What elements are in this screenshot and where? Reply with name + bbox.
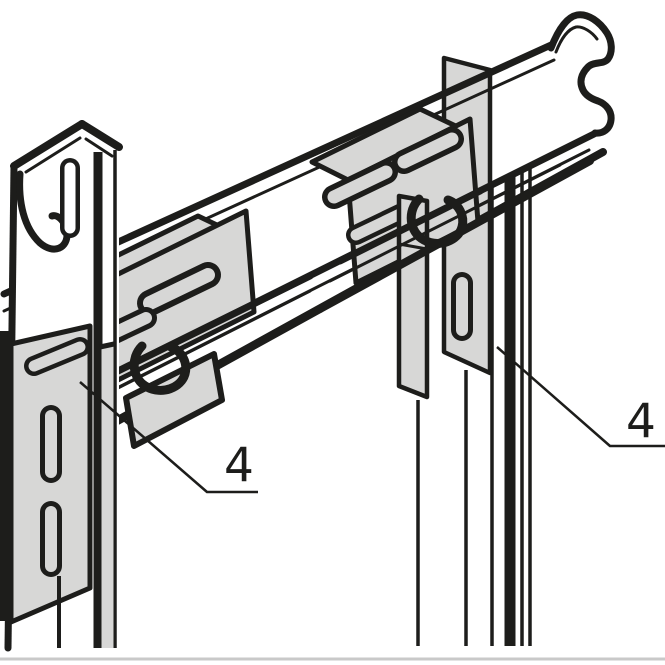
- clamp-hook-claw: [129, 341, 191, 395]
- left-post-top-inner-edge: [24, 136, 82, 174]
- callout-leader-right: [496, 346, 665, 448]
- left-post-top-inner-edge: [84, 137, 114, 158]
- bracket-top-slot-fill: [28, 341, 86, 372]
- callout-label-right: 4: [626, 394, 656, 449]
- rail-end-profile: [547, 11, 615, 137]
- bracket-flange-top: [99, 341, 115, 350]
- rail-clamp-left: [93, 208, 324, 449]
- mounting-bracket-left: [0, 323, 115, 648]
- clamp-slot-fill: [143, 268, 215, 310]
- bracket-fold-edge: [0, 331, 11, 621]
- clamp-hook-claw: [406, 194, 468, 248]
- clamp-slot-fill: [327, 165, 393, 204]
- bracket-flange-strip: [101, 346, 114, 648]
- left-post-top-right-edge: [78, 120, 123, 151]
- clamp-lower-slot-fill: [350, 206, 410, 241]
- callout-leader-left: [79, 381, 258, 494]
- rail-front-inner-edge-overlay: [110, 289, 312, 393]
- left-post-top-back-edge: [10, 120, 86, 170]
- rail-end-profile-inner: [554, 25, 599, 54]
- callout-right: 4: [496, 346, 665, 449]
- callout-label-left: 4: [224, 438, 254, 493]
- rail-front-top-edge-overlay: [108, 272, 314, 378]
- callout-left: 4: [79, 381, 258, 494]
- rail-front-inner-edge-overlay: [328, 163, 562, 283]
- clamp-slot-fill: [397, 132, 459, 169]
- rail-clamp-center: [309, 106, 594, 400]
